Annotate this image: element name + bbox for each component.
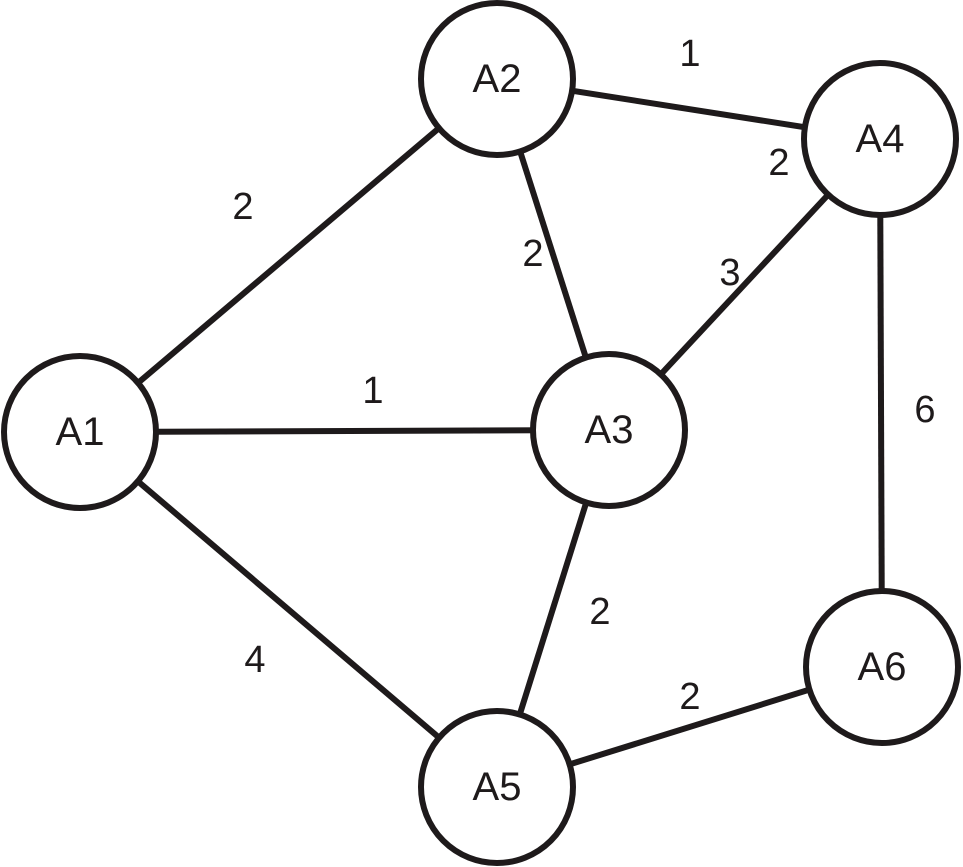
node-circle-a6 [803, 588, 961, 746]
node-a6: A6 [803, 588, 961, 746]
node-circle-a5 [418, 708, 576, 866]
node-a3: A3 [530, 351, 688, 509]
node-circle-a3 [530, 351, 688, 509]
edge-weight-a3-a4: 3 [719, 252, 740, 294]
edge-weight-a2-a4: 1 [679, 33, 700, 75]
edge-a1-a3 [79, 427, 610, 435]
node-circle-a2 [418, 0, 576, 158]
node-label-a6: A6 [858, 645, 907, 689]
edges-layer [78, 76, 885, 790]
node-label-a5: A5 [473, 765, 522, 809]
node-label-a2: A2 [473, 57, 522, 101]
edge-a4-a6 [877, 138, 885, 668]
node-a1: A1 [1, 353, 159, 511]
node-label-a3: A3 [585, 408, 634, 452]
node-a4: A4 [801, 60, 959, 218]
node-a2: A2 [418, 0, 576, 158]
edge-a1-a5 [78, 429, 499, 790]
edge-weight-a5-a6: 2 [679, 676, 700, 718]
edge-weight-a4-a2: 2 [768, 142, 789, 184]
edge-weight-a4-a6: 6 [914, 389, 935, 431]
weights-layer: 2 1 4 2 1 3 2 6 2 2 [232, 33, 935, 718]
node-label-a1: A1 [56, 410, 105, 454]
edge-weight-a1-a2: 2 [232, 186, 253, 228]
edge-weight-a2-a3: 2 [522, 233, 543, 275]
node-a5: A5 [418, 708, 576, 866]
node-circle-a1 [1, 353, 159, 511]
edge-weight-a1-a5: 4 [244, 639, 265, 681]
edge-weight-a3-a5: 2 [589, 591, 610, 633]
edge-a1-a2 [78, 76, 499, 435]
node-circle-a4 [801, 60, 959, 218]
edge-weight-a1-a3: 1 [362, 370, 383, 412]
node-label-a4: A4 [856, 117, 905, 161]
